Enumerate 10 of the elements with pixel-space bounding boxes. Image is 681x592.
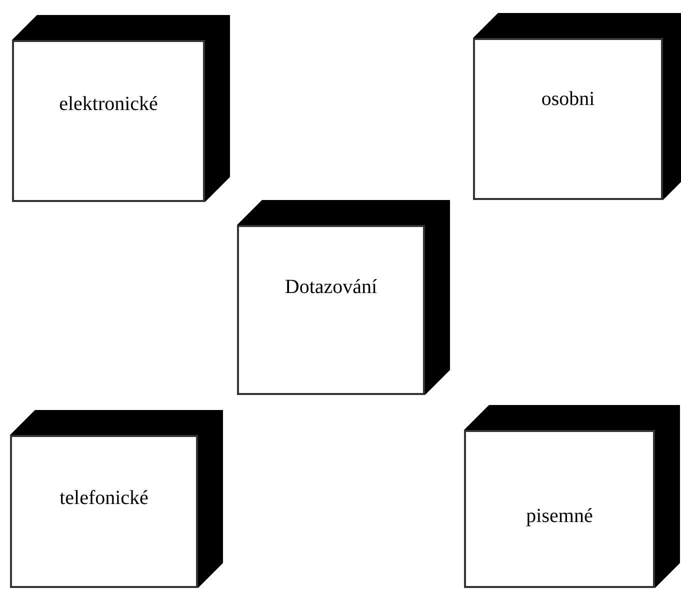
cube-box (12, 15, 230, 202)
cube-label: pisemné (526, 504, 593, 528)
cube-label: osobni (541, 88, 595, 111)
cube-label: telefonické (60, 487, 148, 510)
cube-box (10, 410, 223, 588)
cube-box (473, 13, 681, 200)
cube-box (464, 405, 680, 588)
cube-box (237, 200, 450, 395)
cube-label: Dotazování (284, 276, 378, 299)
cube-label: elektronické (59, 92, 158, 116)
